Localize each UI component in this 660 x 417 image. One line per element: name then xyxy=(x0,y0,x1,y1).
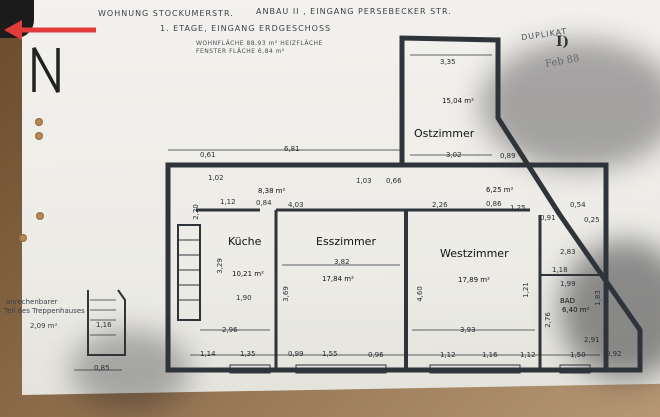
ostzimmer-wall xyxy=(399,35,563,217)
dimension-label: 1,12 xyxy=(520,351,536,359)
staircase-outline xyxy=(87,289,126,356)
room-kueche: Küche xyxy=(228,235,262,248)
dimension-label: 0,89 xyxy=(500,152,516,160)
dimension-label: 1,16 xyxy=(96,321,112,329)
bad-outer-wall xyxy=(557,213,643,373)
dimension-label: 0,54 xyxy=(570,201,586,209)
dimension-label: 3,93 xyxy=(460,326,476,334)
room-esszimmer: Esszimmer xyxy=(316,235,376,248)
dimension-label: 1,35 xyxy=(240,350,256,358)
window xyxy=(559,364,591,374)
punch-hole xyxy=(35,132,43,140)
dimension-label: 2,20 xyxy=(191,204,200,220)
shadow-overlay xyxy=(560,240,660,380)
area-flur: 8,38 m² xyxy=(258,187,286,195)
dimension-label: 4,03 xyxy=(288,201,304,209)
stair-note-line2: Teil des Treppenhauses xyxy=(4,307,85,315)
dimension-label: 2,91 xyxy=(584,336,600,344)
dimension-label: 1,55 xyxy=(322,350,338,358)
dimension-label: 1,02 xyxy=(208,174,224,182)
header-wohnflaeche: WOHNFLÄCHE 88,93 m² HEIZFLÄCHE xyxy=(196,40,323,47)
header-anbau: ANBAU II , EINGANG PERSEBECKER STR. xyxy=(256,7,452,16)
dimension-label: 0,91 xyxy=(540,214,556,222)
dimension-label: 1,25 xyxy=(510,204,526,212)
window xyxy=(429,364,521,374)
dimension-label: 1,03 xyxy=(356,177,372,185)
dimension-label: 6,81 xyxy=(284,145,300,153)
dimension-label: 0,66 xyxy=(386,177,402,185)
header-fensterflaeche: FENSTER FLÄCHE 6,84 m² xyxy=(196,48,285,55)
handwritten-number: I) xyxy=(556,34,570,50)
dimension-label: 3,29 xyxy=(215,258,224,274)
dimension-label: 3,69 xyxy=(281,286,290,302)
dimension-label: 3,35 xyxy=(440,58,456,66)
outer-wall xyxy=(165,162,609,373)
window xyxy=(229,364,271,374)
stair-note-line1: anrechenbarer xyxy=(6,298,58,306)
dimension-label: 0,99 xyxy=(288,350,304,358)
dimension-label: 0,61 xyxy=(200,151,216,159)
dimension-label: 2,76 xyxy=(543,312,552,328)
dimension-label: 2,83 xyxy=(560,248,576,256)
room-westzimmer: Westzimmer xyxy=(440,247,509,260)
dimension-label: 4,60 xyxy=(415,286,424,302)
dimension-label: 1,12 xyxy=(220,198,236,206)
dimension-label: 0,92 xyxy=(606,350,622,358)
stair-block xyxy=(177,224,201,321)
area-bad: 6,40 m² xyxy=(562,306,590,314)
header-floor: 1. ETAGE, EINGANG ERDGESCHOSS xyxy=(160,24,332,33)
stair-note-line3: 2,09 m² xyxy=(30,322,58,330)
dimension-label: 1,12 xyxy=(440,351,456,359)
dimension-label: 0,84 xyxy=(256,199,272,207)
dimension-label: 1,99 xyxy=(560,280,576,288)
dimension-label: 0,25 xyxy=(584,216,600,224)
dimension-label: 1,50 xyxy=(570,351,586,359)
dimension-label: 1,90 xyxy=(236,294,252,302)
punch-hole xyxy=(19,234,27,242)
dimension-label: 1,14 xyxy=(200,350,216,358)
window xyxy=(295,364,387,374)
area-westzimmer: 17,89 m² xyxy=(458,276,490,284)
shadow-overlay xyxy=(480,40,660,170)
room-ostzimmer: Ostzimmer xyxy=(414,127,475,140)
punch-hole xyxy=(35,118,43,126)
dimension-label: 1,83 xyxy=(593,290,602,306)
north-symbol xyxy=(32,47,60,93)
dimension-label: 2,26 xyxy=(432,201,448,209)
red-arrow-head xyxy=(4,20,22,40)
dimension-label: 1,18 xyxy=(552,266,568,274)
room-bad: BAD xyxy=(560,297,575,305)
dimension-label: 1,21 xyxy=(521,282,530,298)
dimension-label: 3,02 xyxy=(446,151,462,159)
punch-hole xyxy=(36,212,44,220)
dimension-label: 0,86 xyxy=(486,200,502,208)
area-esszimmer: 17,84 m² xyxy=(322,275,354,283)
header-street: WOHNUNG STOCKUMERSTR. xyxy=(98,9,234,18)
dimension-label: 2,96 xyxy=(222,326,238,334)
area-ostzimmer: 15,04 m² xyxy=(442,97,474,105)
dimension-label: 0,85 xyxy=(94,364,110,372)
area-kueche: 10,21 m² xyxy=(232,270,264,278)
dimension-label: 3,82 xyxy=(334,258,350,266)
dimension-label: 1,16 xyxy=(482,351,498,359)
dimension-label: 0,96 xyxy=(368,351,384,359)
area-diele: 6,25 m² xyxy=(486,186,514,194)
